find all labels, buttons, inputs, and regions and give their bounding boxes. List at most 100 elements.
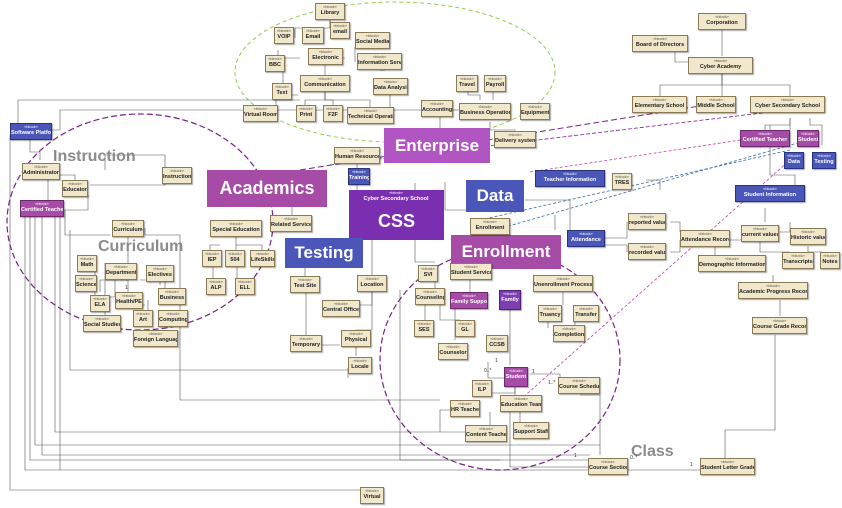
block-communication[interactable]: «block»Communication [300, 75, 350, 92]
block-testing-right[interactable]: «block»Testing [812, 152, 836, 169]
block-current-values[interactable]: «block»current values [741, 225, 779, 242]
block-family-support[interactable]: «block»Family Support [450, 292, 488, 309]
block-completion[interactable]: «block»Completion [553, 325, 585, 342]
block-administrator[interactable]: «block»Administrator [22, 163, 60, 180]
block-student-information[interactable]: «block»Student Information [735, 185, 805, 202]
block-library[interactable]: «block»Library [315, 3, 345, 20]
block-transfer[interactable]: «block»Transfer [573, 305, 599, 322]
block-certified-teacher-right[interactable]: «block»Certified Teacher [740, 130, 790, 147]
block-family[interactable]: «block»Family [499, 290, 521, 310]
block-alp[interactable]: «block»ALP [206, 278, 226, 295]
block-test-site[interactable]: «block»Test Site [290, 276, 320, 293]
block-delivery-system[interactable]: «block»Delivery system [494, 131, 536, 148]
block-business-operation[interactable]: «block»Business Operation [459, 103, 511, 120]
block-text[interactable]: «block»Text [272, 83, 292, 100]
block-gl[interactable]: «block»GL [455, 320, 475, 337]
block-demographic-information[interactable]: «block»Demographic Information [698, 255, 766, 272]
block-transcripts[interactable]: «block»Transcripts [782, 252, 814, 269]
block-504[interactable]: «block»504 [225, 250, 245, 267]
block-virtual[interactable]: «block»Virtual [360, 487, 384, 504]
block-hr-teacher[interactable]: «block»HR Teacher [450, 400, 480, 417]
block-foreign-language[interactable]: «block»Foreign Language [133, 330, 178, 347]
block-bbc[interactable]: «block»BBC [265, 55, 285, 72]
block-educator[interactable]: «block»Educator [62, 180, 88, 197]
block-technical-operation[interactable]: «block»Technical Operation [347, 107, 394, 124]
block-student-top[interactable]: «block»Student [797, 130, 819, 147]
block-department[interactable]: «block»Department [105, 263, 137, 280]
block-middle-school[interactable]: «block»Middle School [696, 96, 736, 113]
block-notes[interactable]: «block»Notes [820, 252, 840, 269]
block-academic-progress-record[interactable]: «block»Academic Progress Record [738, 282, 808, 299]
block-recorded-value[interactable]: «block»recorded value [628, 243, 666, 260]
block-cyber-secondary-school[interactable]: «block»Cyber Secondary School [750, 96, 825, 113]
block-board-of-directors[interactable]: «block»Board of Directors [632, 35, 688, 52]
block-data-right[interactable]: «block»Data [784, 152, 804, 169]
block-ses[interactable]: «block»SES [414, 320, 434, 337]
block-svi[interactable]: «block»SVI [418, 265, 438, 282]
block-cyber-secondary-school-center[interactable]: «block»Cyber Secondary School [361, 190, 431, 207]
block-support-staff[interactable]: «block»Support Staff [513, 422, 549, 439]
block-curriculum[interactable]: «block»Curriculum [112, 220, 144, 237]
block-enrollment[interactable]: «block»Enrollment [470, 218, 510, 235]
block-life-skills[interactable]: «block»LifeSkills [250, 250, 275, 267]
block-truancy[interactable]: «block»Truancy [538, 305, 562, 322]
block-ilp[interactable]: «block»ILP [472, 380, 492, 397]
block-teacher-information[interactable]: «block»Teacher Information [535, 170, 605, 187]
block-health-pe[interactable]: «block»Health/PE [115, 292, 143, 309]
block-physical[interactable]: «block»Physical [341, 330, 371, 347]
block-instruction[interactable]: «block»Instruction [162, 167, 192, 184]
block-electives[interactable]: «block»Electives [146, 265, 174, 282]
block-training[interactable]: «block»Training [348, 168, 370, 185]
block-social-studies[interactable]: «block»Social Studies [83, 315, 121, 332]
block-computing[interactable]: «block»Computing [158, 310, 188, 327]
block-iep[interactable]: «block»IEP [202, 250, 222, 267]
block-math[interactable]: «block»Math [77, 255, 97, 272]
block-voip[interactable]: «block»VOIP [274, 27, 294, 44]
block-software-platform[interactable]: «block»Software Platform [10, 123, 52, 140]
block-historic-values[interactable]: «block»Historic values [790, 228, 826, 245]
block-central-office[interactable]: «block»Central Office [322, 300, 360, 317]
block-social-media[interactable]: «block»Social Media [355, 32, 390, 49]
block-accounting[interactable]: «block»Accounting [421, 100, 453, 117]
block-f2f[interactable]: «block»F2F [323, 105, 343, 122]
block-ell[interactable]: «block»ELL [235, 278, 255, 295]
block-corporation[interactable]: «block»Corporation [698, 13, 746, 30]
block-science[interactable]: «block»Science [75, 275, 97, 292]
block-art[interactable]: «block»Art [133, 310, 153, 327]
block-attendance-record[interactable]: «block»Attendance Record [680, 230, 730, 247]
block-location[interactable]: «block»Location [357, 275, 387, 292]
block-elementary-school[interactable]: «block»Elementary School [632, 96, 687, 113]
block-special-education[interactable]: «block»Special Education [210, 220, 262, 237]
block-email-right[interactable]: «block»email [330, 22, 350, 39]
block-student-center[interactable]: «block»Student [504, 367, 528, 387]
block-temporary[interactable]: «block»Temporary [290, 335, 322, 352]
block-education-team[interactable]: «block»Education Team [500, 395, 542, 412]
block-attendance[interactable]: «block»Attendance [567, 230, 605, 247]
block-data-analysis[interactable]: «block»Data Analysis [373, 78, 408, 95]
block-electronic[interactable]: «block»Electronic [308, 48, 343, 65]
block-counselor[interactable]: «block»Counselor [438, 343, 468, 360]
block-related-services[interactable]: «block»Related Services [270, 215, 312, 232]
block-travel[interactable]: «block»Travel [456, 75, 478, 92]
block-business[interactable]: «block»Business [158, 288, 186, 305]
block-course-grade-record[interactable]: «block»Course Grade Record [752, 317, 807, 334]
block-payroll[interactable]: «block»Payroll [484, 75, 506, 92]
block-locale[interactable]: «block»Locale [348, 357, 372, 374]
block-ela[interactable]: «block»ELA [90, 295, 110, 312]
block-student-letter-grade[interactable]: «block»Student Letter Grade [700, 458, 755, 475]
block-unenrollment-process[interactable]: «block»Unenrollment Process [533, 275, 593, 292]
block-virtual-room[interactable]: «block»Virtual Room [243, 105, 278, 122]
block-equipment[interactable]: «block»Equipment [520, 103, 550, 120]
block-human-resources[interactable]: «block»Human Resources [334, 147, 380, 164]
block-course-section[interactable]: «block»Course Section [588, 458, 628, 475]
block-counseling[interactable]: «block»Counseling [415, 288, 445, 305]
block-cyber-academy[interactable]: «block»Cyber Academy [688, 57, 753, 74]
block-reported-value[interactable]: «block»reported value [628, 213, 666, 230]
block-print[interactable]: «block»Print [296, 105, 316, 122]
block-certified-teacher-left[interactable]: «block»Certified Teacher [20, 200, 64, 217]
block-content-teacher[interactable]: «block»Content Teacher [465, 425, 507, 442]
block-email-left[interactable]: «block»Email [302, 27, 324, 44]
block-tres[interactable]: «block»TRES [612, 173, 632, 190]
block-information-service[interactable]: «block»Information Service [357, 53, 402, 70]
block-student-services[interactable]: «block»Student Services [450, 263, 492, 280]
